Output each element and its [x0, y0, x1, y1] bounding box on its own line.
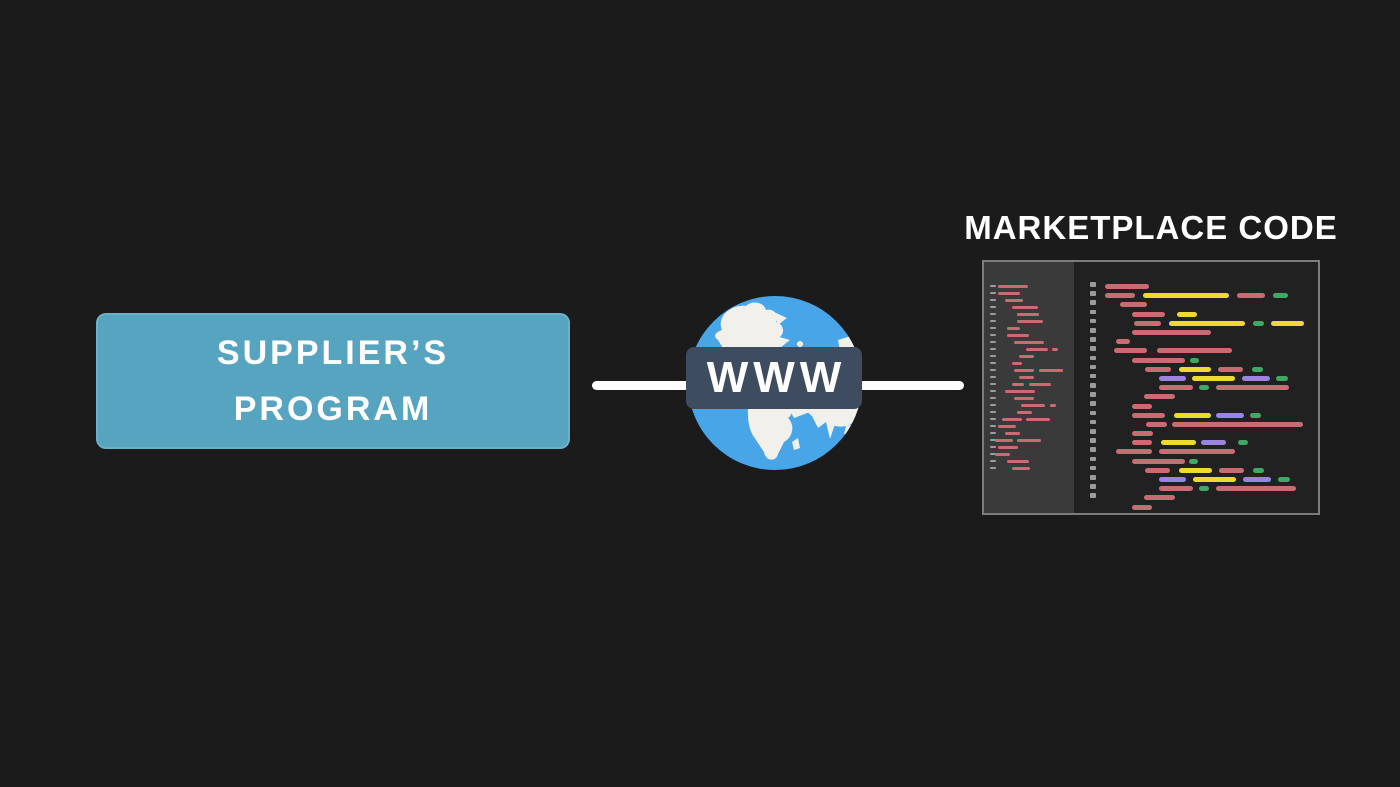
supplier-label-line2: PROGRAM [233, 390, 433, 428]
editor-main-panel [1074, 262, 1318, 513]
main-line-number-gutter [1090, 282, 1096, 503]
www-label: WWW [706, 353, 847, 402]
code-editor-window [982, 260, 1320, 515]
sidebar-code-lines [984, 283, 1070, 472]
editor-sidebar-panel [984, 262, 1074, 513]
connector-line-left [592, 381, 692, 390]
main-code-lines [1105, 282, 1314, 512]
sidebar-line-number-gutter [990, 285, 996, 474]
supplier-label-line1: SUPPLIER’S [216, 334, 450, 372]
www-banner: WWW [686, 347, 862, 409]
marketplace-title: MARKETPLACE CODE [964, 209, 1338, 246]
connector-line-right [858, 381, 964, 390]
supplier-program-box: SUPPLIER’S PROGRAM [96, 313, 570, 449]
